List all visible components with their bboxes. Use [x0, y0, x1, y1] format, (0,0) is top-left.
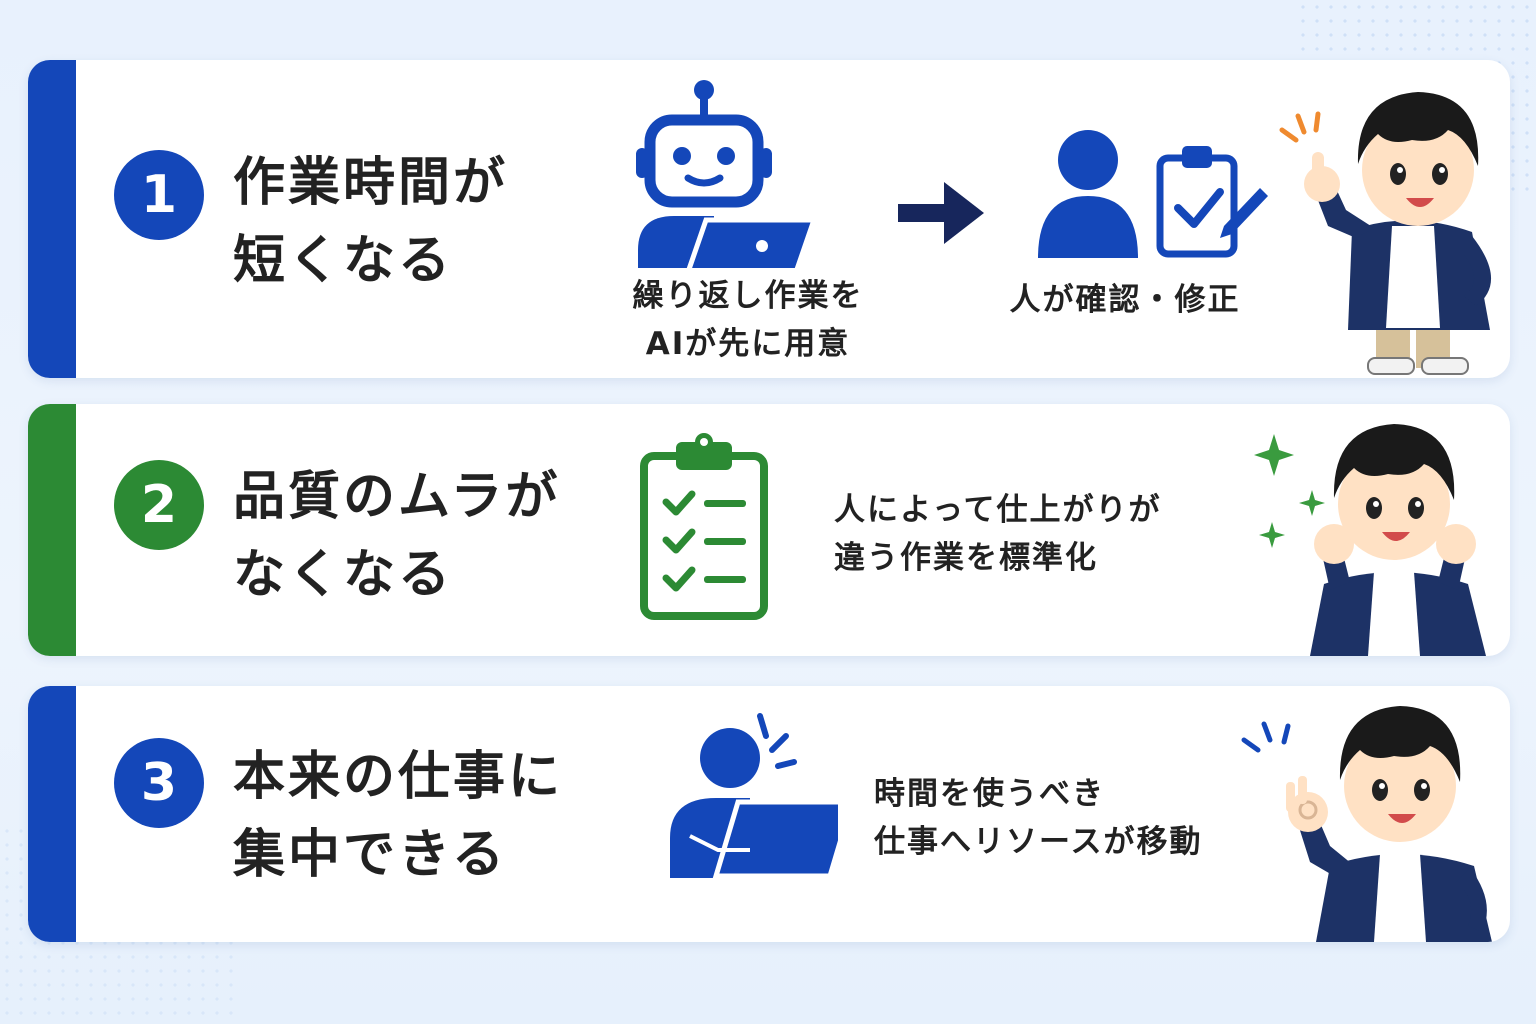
caption-line: 仕事へリソースが移動	[874, 824, 1203, 860]
benefit-heading: 品質のムラが なくなる	[233, 458, 560, 614]
person-with-clipboard-icon	[1038, 130, 1268, 258]
right-arrow-icon	[898, 182, 984, 244]
character-boy-pointing-up	[1279, 92, 1492, 375]
heading-line: 品質のムラが	[233, 467, 561, 527]
step-caption: 人が確認・修正	[980, 276, 1270, 324]
caption-line: 違う作業を標準化	[834, 540, 1098, 576]
person-at-laptop-icon	[670, 713, 838, 879]
caption-line: 人によって仕上がりが	[834, 492, 1162, 528]
caption-line: 人が確認・修正	[1009, 282, 1241, 318]
benefit-card-2: 2 品質のムラが なくなる 人によって仕上がりが 違う作業を標準化	[28, 404, 1510, 656]
card-accent-bar	[28, 686, 76, 942]
step-caption: 時間を使うべき 仕事へリソースが移動	[874, 770, 1202, 866]
benefit-card-1: 1 作業時間が 短くなる 繰り返し作業を AIが先に用意 人が確認・修正	[28, 60, 1510, 378]
character-boy-cheering-with-fists	[1254, 424, 1486, 656]
robot-with-laptop-icon	[636, 80, 814, 268]
heading-line: 本来の仕事に	[233, 747, 564, 807]
checklist-clipboard-icon	[640, 433, 768, 620]
character-boy-ok-gesture	[1241, 706, 1492, 942]
benefit-heading: 作業時間が 短くなる	[233, 144, 508, 300]
step-number-badge: 2	[114, 460, 204, 550]
heading-line: 短くなる	[233, 231, 454, 291]
caption-line: 繰り返し作業を	[632, 278, 864, 314]
step-number-badge: 1	[114, 150, 204, 240]
card-accent-bar	[28, 404, 76, 656]
benefit-card-3: 3 本来の仕事に 集中できる 時間を使うべき 仕事へリソースが移動	[28, 686, 1510, 942]
step-number-badge: 3	[114, 738, 204, 828]
heading-line: なくなる	[233, 545, 454, 605]
caption-line: 時間を使うべき	[874, 776, 1105, 812]
step-caption: 繰り返し作業を AIが先に用意	[628, 272, 868, 368]
card-accent-bar	[28, 60, 76, 378]
heading-line: 集中できる	[233, 825, 507, 885]
step-caption: 人によって仕上がりが 違う作業を標準化	[834, 486, 1162, 582]
heading-line: 作業時間が	[233, 153, 509, 213]
benefit-heading: 本来の仕事に 集中できる	[233, 738, 563, 894]
caption-line: AIが先に用意	[645, 326, 851, 362]
